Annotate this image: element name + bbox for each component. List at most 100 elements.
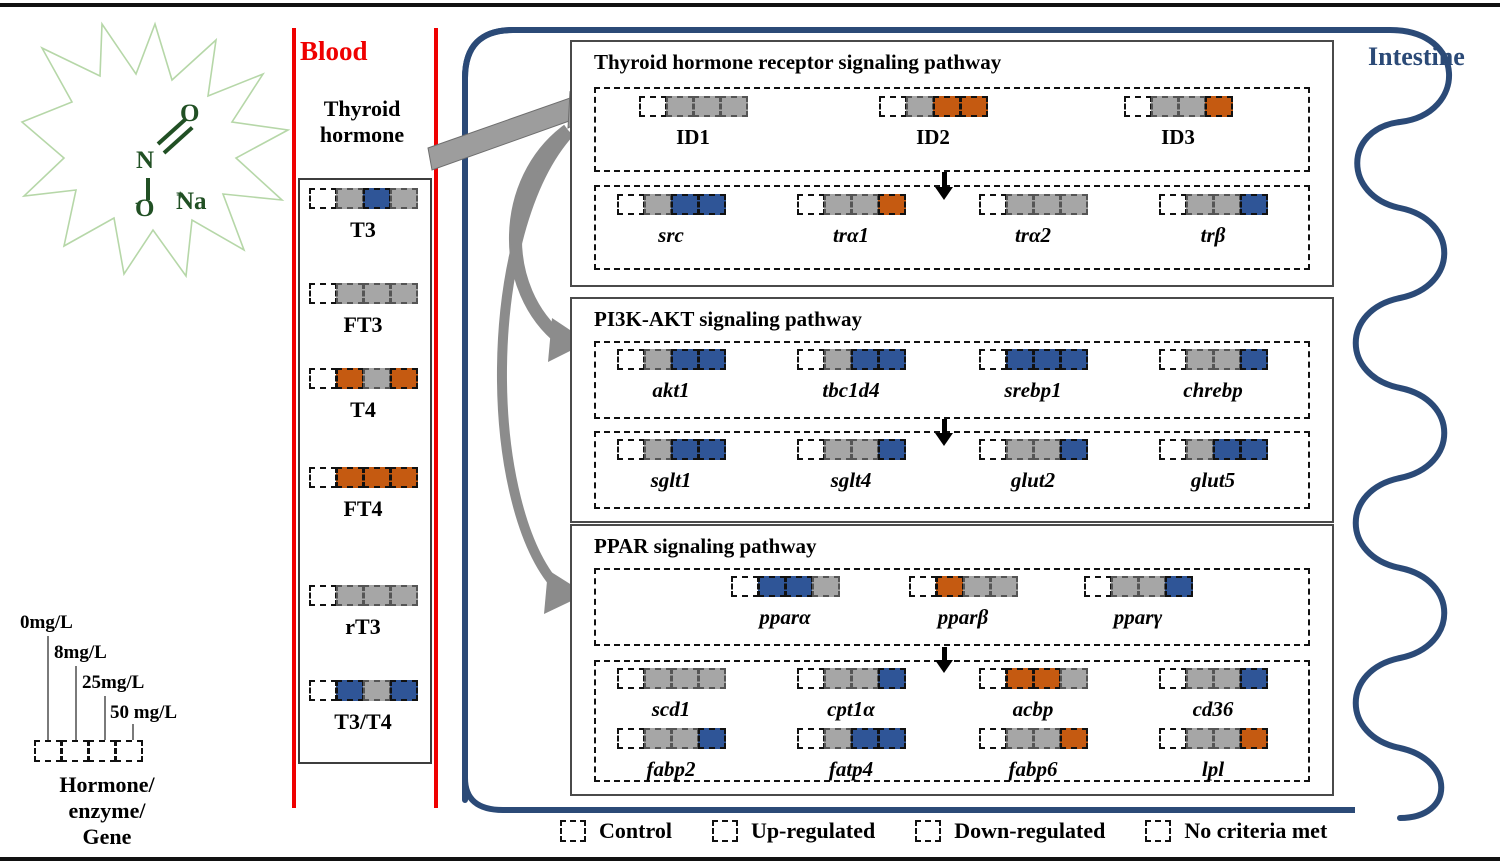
- expression-cell-row: [909, 576, 1018, 597]
- expression-cell-none: [390, 188, 418, 209]
- expression-cell-down: [698, 194, 726, 215]
- expression-cell-ctl: [797, 668, 825, 689]
- legend-item-up: Up-regulated: [711, 818, 875, 844]
- dose-scale-caption: Hormone/ enzyme/ Gene: [59, 772, 155, 849]
- expression-cell-none: [1213, 194, 1241, 215]
- dose-label-1: 8mg/L: [54, 642, 107, 663]
- expression-cell-ctl: [1159, 728, 1187, 749]
- expression-cell-down: [1033, 349, 1061, 370]
- blood-item-t3-t4: T3/T4: [298, 680, 428, 735]
- expression-cell-none: [824, 668, 852, 689]
- thyroid-hormone-label: Thyroid hormone: [319, 96, 405, 147]
- legend-item-none: No criteria met: [1145, 818, 1327, 844]
- expression-cell-down: [698, 439, 726, 460]
- expression-cell-up: [878, 194, 906, 215]
- expression-cell-none: [1060, 668, 1088, 689]
- expression-cell-none: [363, 680, 391, 701]
- expression-cell-none: [1006, 439, 1034, 460]
- expression-cell-up: [1205, 96, 1233, 117]
- expression-cell-down: [758, 576, 786, 597]
- expression-cell-down: [671, 349, 699, 370]
- expression-cell-none: [1178, 96, 1206, 117]
- expression-cell-up: [390, 467, 418, 488]
- expression-cell-none: [671, 668, 699, 689]
- gene-scd1: scd1: [610, 668, 732, 722]
- expression-cell-row: [797, 349, 906, 370]
- legend-label: Down-regulated: [954, 818, 1106, 843]
- expression-cell-ctl: [309, 680, 337, 701]
- gene-label: cpt1α: [827, 697, 875, 721]
- expression-cell-row: [797, 668, 906, 689]
- expression-cell-none: [824, 439, 852, 460]
- expression-cell-none: [1186, 439, 1214, 460]
- expression-cell-none: [698, 668, 726, 689]
- expression-cell-none: [1033, 728, 1061, 749]
- expression-cell-ctl: [1084, 576, 1112, 597]
- expression-cell-down: [851, 349, 879, 370]
- expression-cell-ctl: [797, 439, 825, 460]
- figure-bottom-border: [0, 857, 1500, 861]
- panel-title: PPAR signaling pathway: [594, 534, 817, 558]
- expression-cell-ctl: [617, 439, 645, 460]
- expression-cell-down: [390, 680, 418, 701]
- dose-tick-2: [104, 696, 106, 740]
- blood-item-t3: T3: [298, 188, 428, 243]
- gene-label: fabp2: [646, 757, 696, 781]
- expression-cell-none: [851, 194, 879, 215]
- gene-label: fabp6: [1008, 757, 1058, 781]
- expression-cell-up: [336, 368, 364, 389]
- single-bond-line: [146, 178, 150, 200]
- expression-cell-down: [878, 728, 906, 749]
- gene-sglt4: sglt4: [790, 439, 912, 493]
- expression-cell-ctl: [617, 349, 645, 370]
- gene-cpt1: cpt1α: [790, 668, 912, 722]
- expression-cell-down: [785, 576, 813, 597]
- gene-glut5: glut5: [1152, 439, 1274, 493]
- expression-cell-down: [851, 728, 879, 749]
- subbox-row2: [594, 185, 1310, 270]
- gene-label: glut2: [1010, 468, 1056, 492]
- expression-cell-row: [309, 467, 418, 488]
- gene-ppar: pparα: [724, 576, 846, 630]
- subbox-row1: [594, 87, 1310, 172]
- gene-label: pparα: [759, 605, 811, 629]
- gene-label: ID2: [916, 125, 950, 149]
- blood-item-label: T3/T4: [334, 709, 392, 734]
- gene-label: sglt1: [650, 468, 692, 492]
- expression-cell-row: [797, 194, 906, 215]
- legend-label: Control: [599, 818, 672, 843]
- gene-chrebp: chrebp: [1152, 349, 1274, 403]
- expression-cell-row: [617, 728, 726, 749]
- gene-id2: ID2: [872, 96, 994, 150]
- expression-cell-none: [363, 368, 391, 389]
- expression-cell-ctl: [1159, 668, 1187, 689]
- expression-cell-down: [671, 439, 699, 460]
- expression-cell-none: [363, 585, 391, 606]
- blood-item-rt3: rT3: [298, 585, 428, 640]
- expression-cell-up: [390, 368, 418, 389]
- dose-scale-cell: [34, 740, 62, 762]
- expression-cell-row: [879, 96, 988, 117]
- intestine-label: Intestine: [1368, 42, 1465, 71]
- expression-cell-none: [1111, 576, 1139, 597]
- expression-cell-ctl: [731, 576, 759, 597]
- dose-label-3: 50 mg/L: [110, 702, 178, 723]
- expression-cell-ctl: [639, 96, 667, 117]
- expression-cell-down: [1060, 349, 1088, 370]
- expression-cell-row: [1159, 349, 1268, 370]
- gene-akt1: akt1: [610, 349, 732, 403]
- gene-label: srebp1: [1004, 378, 1062, 402]
- expression-cell-down: [698, 349, 726, 370]
- gene-label: tbc1d4: [822, 378, 880, 402]
- expression-cell-none: [363, 283, 391, 304]
- expression-cell-row: [1124, 96, 1233, 117]
- expression-cell-ctl: [617, 668, 645, 689]
- expression-cell-up: [336, 467, 364, 488]
- expression-cell-none: [671, 728, 699, 749]
- expression-cell-row: [617, 439, 726, 460]
- expression-cell-down: [698, 728, 726, 749]
- expression-cell-row: [1159, 194, 1268, 215]
- expression-cell-down: [336, 680, 364, 701]
